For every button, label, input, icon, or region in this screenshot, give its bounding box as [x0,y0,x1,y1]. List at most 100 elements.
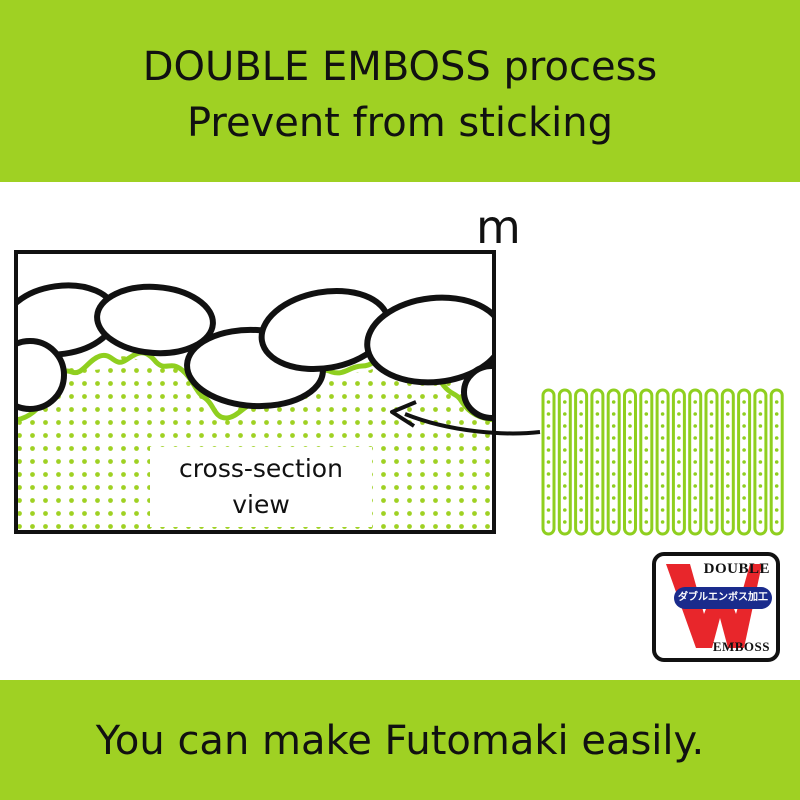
sheet-dot [644,484,649,488]
sheet-dot [677,400,681,404]
sheet-dot [758,424,763,428]
sheet-dot [563,436,567,440]
sheet-dot [774,400,779,404]
sheet-dot [742,448,746,452]
sheet-dot [693,424,697,428]
sheet-dot [660,496,665,500]
sheet-dot [693,496,697,500]
sheet-dot [726,484,730,488]
sheet-dot [709,412,714,416]
unit-label: m [476,200,521,254]
cross-section-label-line2: view [232,490,290,519]
sheet-dot [693,472,697,476]
footer-text: You can make Futomaki easily. [95,718,705,764]
sheet-dot [726,460,730,464]
sheet-dot [709,436,714,440]
sheet-dot [563,448,567,452]
sheet-dot [546,460,551,464]
sheet-dot [758,496,763,500]
header-band [0,0,800,182]
sheet-dot [709,448,714,452]
sheet-dot [611,436,616,440]
sheet-dot [628,412,632,416]
sheet-dot [644,412,649,416]
sheet-dot [677,460,681,464]
sheet-dot [579,400,583,404]
sheet-dot [660,448,665,452]
sheet-dot [595,400,600,404]
double-emboss-logo: DOUBLE ダブルエンボス加工 EMBOSS [652,552,780,662]
sheet-dot [611,484,616,488]
sheet-dot [628,508,632,512]
sheet-dot [677,448,681,452]
sheet-dot [546,520,551,524]
sheet-dot [742,520,746,524]
sheet-dot [628,448,632,452]
sheet-dot [774,472,779,476]
sheet-dot [628,496,632,500]
sheet-dot [660,484,665,488]
sheet-dot [644,460,649,464]
sheet-dot [563,520,567,524]
sheet-dot [579,484,583,488]
sheet-dot [660,460,665,464]
sheet-dot [644,424,649,428]
sheet-dot [563,508,567,512]
sheet-dot [579,472,583,476]
rice-grain [94,283,216,357]
sheet-dot [611,412,616,416]
sheet-dot [628,520,632,524]
sheet-dot [742,508,746,512]
sheet-dot [563,496,567,500]
sheet-dot [546,424,551,428]
sheet-dot [660,400,665,404]
sheet-dot [677,508,681,512]
embossed-sheet [541,388,784,536]
sheet-dot [628,436,632,440]
sheet-dot [563,472,567,476]
sheet-dot [726,472,730,476]
sheet-dot [742,460,746,464]
sheet-dot [660,412,665,416]
sheet-dotted-fill [16,356,494,532]
sheet-dot [628,472,632,476]
sheet-dot [742,484,746,488]
sheet-dot [611,520,616,524]
sheet-dot [774,496,779,500]
sheet-dot [709,508,714,512]
sheet-dot [611,448,616,452]
sheet-dot [579,436,583,440]
sheet-dot [726,448,730,452]
sheet-dot [726,436,730,440]
sheet-dot [546,508,551,512]
sheet-dot [742,400,746,404]
sheet-dot [660,436,665,440]
sheet-dot [758,520,763,524]
sheet-dot [693,460,697,464]
sheet-dot [595,484,600,488]
sheet-dot [758,448,763,452]
sheet-dot [595,448,600,452]
sheet-dot [644,400,649,404]
sheet-dot [693,436,697,440]
sheet-dot [628,424,632,428]
sheet-dot [595,460,600,464]
sheet-dot [579,520,583,524]
sheet-dot [774,484,779,488]
sheet-dot [758,460,763,464]
rice-grain [16,338,67,412]
sheet-dot [758,400,763,404]
sheet-dot [726,400,730,404]
sheet-dot [774,448,779,452]
sheet-dot [563,400,567,404]
sheet-dot [546,496,551,500]
sheet-dot [563,484,567,488]
sheet-dot [595,496,600,500]
sheet-dot [758,484,763,488]
sheet-dot [595,424,600,428]
sheet-dot [579,448,583,452]
sheet-dot [774,460,779,464]
sheet-dot [726,508,730,512]
sheet-dot [628,400,632,404]
sheet-dot [726,412,730,416]
